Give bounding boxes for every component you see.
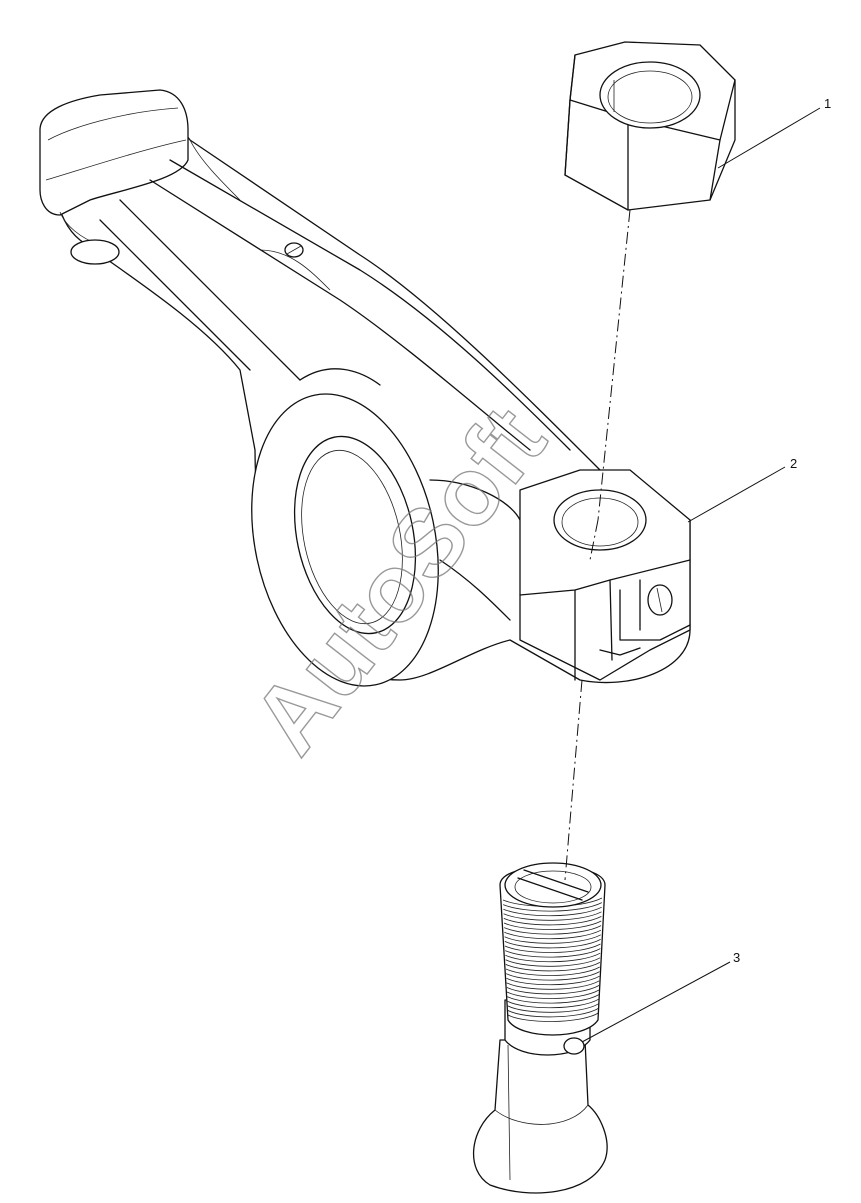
thread-line: [503, 920, 602, 930]
thread-line: [507, 1008, 599, 1018]
rocker-arm: [39, 89, 691, 687]
assembly-axis-lower: [564, 679, 583, 881]
adjusting-screw: [472, 862, 608, 1194]
leader-1: [717, 107, 821, 169]
rocker-pad: [39, 89, 189, 216]
thread-line: [505, 948, 601, 958]
thread-line: [503, 902, 603, 912]
thread-line: [504, 943, 601, 953]
thread-line: [504, 934, 601, 944]
pivot-bore: [293, 435, 417, 635]
thread-line: [504, 939, 601, 949]
thread-line: [505, 962, 601, 972]
thread-line: [506, 985, 600, 995]
thread-line: [506, 980, 600, 990]
nut: [564, 41, 736, 211]
thread-line: [504, 925, 602, 935]
thread-line: [504, 929, 602, 940]
thread-line: [507, 1003, 599, 1013]
thread-line: [505, 966, 600, 976]
callout-3: 3: [733, 950, 740, 965]
callout-2: 2: [790, 456, 797, 471]
assembly-axis: [597, 209, 631, 521]
leader-2: [687, 466, 786, 523]
thread-line: [507, 998, 599, 1009]
thread-line: [503, 911, 602, 921]
thread-line: [506, 975, 600, 986]
thread-line: [507, 994, 600, 1004]
thread-line: [506, 989, 600, 999]
thread-line: [507, 1012, 599, 1022]
leader-3: [581, 961, 731, 1043]
pinch-hole: [647, 584, 673, 616]
thread-line: [505, 957, 601, 967]
thread-line: [503, 916, 602, 926]
thread-line: [503, 906, 602, 917]
adjuster-bore: [553, 489, 647, 551]
thread-line: [506, 971, 600, 981]
thread-line: [505, 952, 601, 963]
callout-1: 1: [824, 96, 831, 111]
